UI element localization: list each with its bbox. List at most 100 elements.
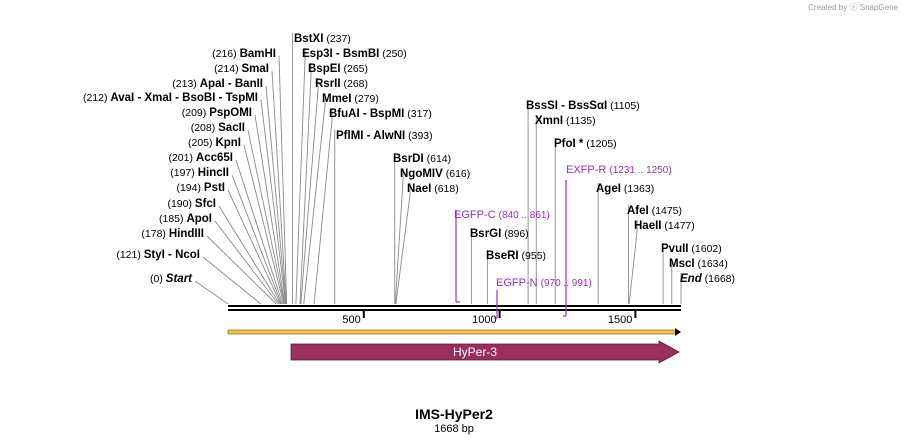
site-coordinate: (279) <box>351 93 378 105</box>
snapgene-credit: Created by ⓢ SnapGene <box>808 2 898 13</box>
scale-tick-label: 1500 <box>608 314 632 326</box>
restriction-site-label: HaeII (1477) <box>634 220 695 232</box>
enzyme-name: End <box>680 273 703 285</box>
map-title: IMS-HyPer2 <box>415 406 493 422</box>
site-coordinate: (1602) <box>688 243 721 255</box>
orf-arrow-head <box>675 328 681 336</box>
primer-range: (1231 .. 1250) <box>609 165 671 176</box>
enzyme-name: BssSI - BssSαI <box>526 100 607 112</box>
enzyme-name: AfeI <box>627 205 649 217</box>
restriction-site-label: AfeI (1475) <box>627 205 682 217</box>
restriction-site-label: (197) HincII <box>170 167 229 179</box>
site-coordinate: (1205) <box>583 138 616 150</box>
site-leader-line <box>265 85 287 305</box>
site-coordinate: (1477) <box>662 220 695 232</box>
primer-label: EGFP-N (970 .. 991) <box>496 277 592 289</box>
site-coordinate: (209) <box>182 107 209 119</box>
site-leader-line <box>247 129 285 305</box>
restriction-site-label: (208) SacII <box>191 122 245 134</box>
site-coordinate: (265) <box>341 63 368 75</box>
site-coordinate: (194) <box>176 182 203 194</box>
enzyme-name: BstXI <box>294 33 323 45</box>
scale-tick-label: 1000 <box>472 314 496 326</box>
site-leader-line <box>260 99 287 305</box>
site-leader-line <box>299 63 312 305</box>
site-leader-line <box>235 159 284 305</box>
site-coordinate: (212) <box>83 92 110 104</box>
site-leader-line <box>218 205 280 305</box>
restriction-site-label: (190) SfcI <box>167 198 216 210</box>
site-coordinate: (896) <box>501 228 528 240</box>
site-coordinate: (618) <box>431 183 458 195</box>
enzyme-name: PstI <box>204 182 225 194</box>
site-coordinate: (1668) <box>702 273 735 285</box>
site-coordinate: (201) <box>168 152 195 164</box>
enzyme-name: BsrGI <box>470 228 501 240</box>
enzyme-name: PspOMI <box>209 107 252 119</box>
enzyme-name: NgoMIV <box>400 168 443 180</box>
restriction-site-label: End (1668) <box>680 273 735 285</box>
restriction-site-label: PflMI - AlwNI (393) <box>336 130 433 142</box>
restriction-site-label: (194) PstI <box>176 182 225 194</box>
site-leader-line <box>271 70 287 305</box>
enzyme-name: BamHI <box>240 48 276 60</box>
site-coordinate: (250) <box>379 48 406 60</box>
enzyme-name: HaeII <box>634 220 662 232</box>
restriction-site-label: Esp3I - BsmBI (250) <box>302 48 407 60</box>
site-coordinate: (205) <box>188 137 215 149</box>
site-coordinate: (1105) <box>607 100 640 112</box>
site-leader-line <box>628 220 638 305</box>
restriction-site-label: AgeI (1363) <box>596 183 654 195</box>
enzyme-name: MmeI <box>322 93 351 105</box>
enzyme-name: NaeI <box>407 183 431 195</box>
site-leader-line <box>295 48 306 305</box>
enzyme-name: ApaI - BanII <box>200 78 263 90</box>
enzyme-name: HincII <box>198 167 229 179</box>
enzyme-name: AvaI - XmaI - BsoBI - TspMI <box>110 92 258 104</box>
restriction-site-label: BssSI - BssSαI (1105) <box>526 100 640 112</box>
enzyme-name: BsrDI <box>393 153 424 165</box>
site-coordinate: (214) <box>214 63 241 75</box>
site-coordinate: (197) <box>170 167 197 179</box>
site-coordinate: (1363) <box>621 183 654 195</box>
restriction-site-label: (205) KpnI <box>188 137 241 149</box>
primer-label: EGFP-C (840 .. 861) <box>454 209 550 221</box>
site-coordinate: (237) <box>323 33 350 45</box>
primer-range: (970 .. 991) <box>541 278 592 289</box>
site-coordinate: (268) <box>341 78 368 90</box>
site-leader-line <box>243 144 285 305</box>
site-coordinate: (1475) <box>649 205 682 217</box>
restriction-site-label: (178) HindIII <box>141 228 204 240</box>
enzyme-name: HindIII <box>169 228 204 240</box>
enzyme-name: SacII <box>218 122 245 134</box>
site-leader-line <box>394 168 404 305</box>
restriction-site-label: (212) AvaI - XmaI - BsoBI - TspMI <box>83 92 258 104</box>
restriction-site-label: BfuAI - BspMI (317) <box>329 108 432 120</box>
enzyme-name: ApoI <box>186 213 212 225</box>
site-leader-line <box>214 220 279 305</box>
primer-name: EXFP-R <box>566 164 609 176</box>
primer-name: EGFP-N <box>496 277 541 289</box>
restriction-site-label: MmeI (279) <box>322 93 379 105</box>
enzyme-name: BseRI <box>486 250 519 262</box>
site-leader-line <box>278 55 288 305</box>
orf-bar <box>227 329 678 335</box>
enzyme-name: Esp3I - BsmBI <box>302 48 379 60</box>
site-coordinate: (185) <box>159 213 186 225</box>
feature-label-hyper3: HyPer-3 <box>453 345 497 359</box>
site-leader-line <box>206 235 277 305</box>
feature-arrow-hyper3 <box>290 340 680 364</box>
enzyme-name: KpnI <box>215 137 241 149</box>
primer-range: (840 .. 861) <box>499 210 550 221</box>
snapgene-logo-icon: ⓢ <box>849 3 858 12</box>
site-coordinate: (1135) <box>563 115 596 127</box>
site-coordinate: (955) <box>519 250 546 262</box>
restriction-site-label: (0) Start <box>150 273 193 285</box>
restriction-site-label: MscI (1634) <box>669 258 728 270</box>
site-coordinate: (121) <box>116 249 143 261</box>
restriction-site-label: BstXI (237) <box>294 33 351 45</box>
site-leader-line <box>313 108 333 305</box>
enzyme-name: XmnI <box>535 115 563 127</box>
restriction-site-label: (214) SmaI <box>214 63 269 75</box>
site-coordinate: (393) <box>405 130 432 142</box>
